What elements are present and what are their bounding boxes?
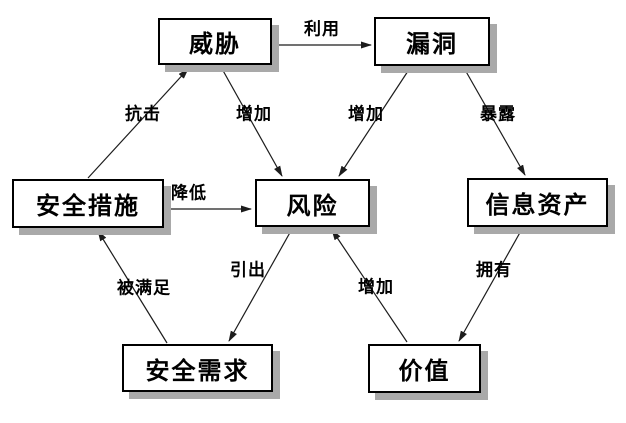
- edge-label-exploit: 利用: [304, 19, 340, 39]
- node-vulnerability: 漏洞: [374, 17, 490, 66]
- edge-label-increase-vulnerability: 增加: [348, 104, 384, 124]
- node-value: 价值: [368, 344, 481, 393]
- edge-vulnerability-to-information-assets-arrow: [463, 67, 526, 176]
- edge-label-expose: 暴露: [480, 104, 516, 124]
- node-risk: 风险: [255, 179, 370, 227]
- node-security-requirements-label: 安全需求: [145, 357, 250, 385]
- edge-vulnerability-to-risk-arrow: [338, 67, 411, 177]
- edge-information-assets-to-value-arrow: [458, 228, 523, 342]
- edge-label-increase-threat: 增加: [236, 104, 272, 124]
- node-information-assets: 信息资产: [467, 178, 608, 227]
- edge-label-reduce: 降低: [171, 183, 207, 203]
- node-information-assets-label: 信息资产: [485, 192, 590, 219]
- edge-threat-to-risk-arrow: [220, 66, 283, 177]
- edge-value-to-risk-arrow: [331, 229, 408, 343]
- node-value-label: 价值: [398, 358, 451, 385]
- edge-security-requirements-to-security-measures-arrow: [97, 230, 168, 344]
- node-vulnerability-label: 漏洞: [406, 31, 458, 58]
- node-security-measures-label: 安全措施: [36, 193, 140, 220]
- edge-risk-to-security-requirements-arrow: [228, 228, 293, 342]
- edge-label-satisfied: 被满足: [117, 278, 171, 298]
- edge-label-increase-value: 增加: [358, 277, 394, 297]
- node-security-requirements: 安全需求: [122, 344, 273, 392]
- edge-label-resist: 抗击: [125, 104, 161, 124]
- node-threat-label: 威胁: [189, 31, 241, 58]
- edge-label-owns: 拥有: [476, 260, 512, 280]
- edge-security-measures-to-threat-arrow: [87, 68, 189, 179]
- node-security-measures: 安全措施: [12, 179, 164, 228]
- edge-label-leads-to: 引出: [230, 260, 266, 280]
- node-risk-label: 风险: [286, 192, 339, 220]
- node-threat: 威胁: [158, 18, 272, 65]
